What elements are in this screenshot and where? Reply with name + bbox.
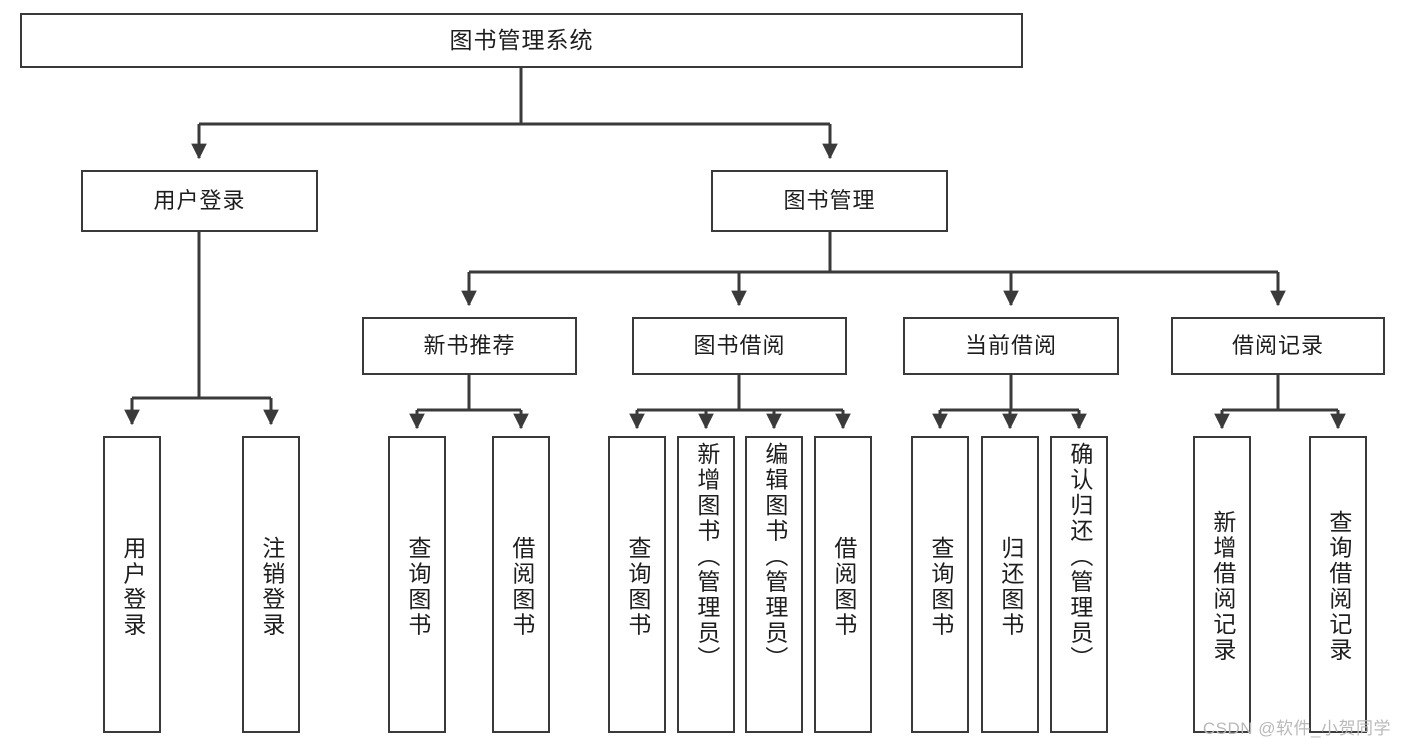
leaf-text-wrap: 编辑图书（管理员） bbox=[747, 442, 801, 731]
leaf-label: 借阅图书 bbox=[830, 535, 857, 638]
leaf-label: 确认归还（管理员） bbox=[1066, 442, 1093, 672]
node-book-management[interactable]: 图书管理 bbox=[711, 170, 948, 232]
leaf-label: 注销登录 bbox=[258, 535, 285, 638]
node-label: 当前借阅 bbox=[964, 333, 1057, 359]
node-label: 图书借阅 bbox=[693, 333, 786, 359]
node-new-book-recommend[interactable]: 新书推荐 bbox=[362, 317, 577, 375]
node-label: 新书推荐 bbox=[423, 333, 516, 359]
leaf-text-wrap: 借阅图书 bbox=[494, 442, 548, 731]
leaf-text-wrap: 查询图书 bbox=[390, 442, 444, 731]
leaf-book-borrow-edit[interactable]: 编辑图书（管理员） bbox=[745, 436, 803, 733]
leaf-text-wrap: 新增借阅记录 bbox=[1195, 442, 1249, 731]
leaf-label: 借阅图书 bbox=[508, 535, 535, 638]
leaf-label: 新增借阅记录 bbox=[1209, 510, 1236, 663]
leaf-new-book-borrow[interactable]: 借阅图书 bbox=[492, 436, 550, 733]
node-label: 用户登录 bbox=[153, 188, 246, 214]
leaf-book-borrow-borrow[interactable]: 借阅图书 bbox=[814, 436, 872, 733]
node-label: 图书管理系统 bbox=[449, 27, 594, 54]
node-borrow-record[interactable]: 借阅记录 bbox=[1171, 317, 1385, 375]
leaf-label: 编辑图书（管理员） bbox=[761, 442, 788, 672]
leaf-text-wrap: 归还图书 bbox=[983, 442, 1037, 731]
node-label: 借阅记录 bbox=[1231, 333, 1324, 359]
leaf-text-wrap: 注销登录 bbox=[244, 442, 298, 731]
leaf-current-borrow-query[interactable]: 查询图书 bbox=[911, 436, 969, 733]
leaf-text-wrap: 确认归还（管理员） bbox=[1052, 442, 1106, 731]
leaf-label: 查询图书 bbox=[404, 535, 431, 638]
leaf-book-borrow-query[interactable]: 查询图书 bbox=[608, 436, 666, 733]
leaf-current-borrow-confirm[interactable]: 确认归还（管理员） bbox=[1050, 436, 1108, 733]
leaf-text-wrap: 查询图书 bbox=[913, 442, 967, 731]
node-root-system[interactable]: 图书管理系统 bbox=[20, 13, 1023, 68]
leaf-text-wrap: 新增图书（管理员） bbox=[679, 442, 733, 731]
leaf-borrow-record-query[interactable]: 查询借阅记录 bbox=[1309, 436, 1367, 733]
node-user-login[interactable]: 用户登录 bbox=[81, 170, 318, 232]
leaf-label: 查询图书 bbox=[624, 535, 651, 638]
leaf-current-borrow-return[interactable]: 归还图书 bbox=[981, 436, 1039, 733]
leaf-text-wrap: 借阅图书 bbox=[816, 442, 870, 731]
leaf-label: 归还图书 bbox=[997, 535, 1024, 638]
leaf-label: 查询图书 bbox=[927, 535, 954, 638]
node-book-borrow[interactable]: 图书借阅 bbox=[632, 317, 847, 375]
leaf-text-wrap: 用户登录 bbox=[105, 442, 159, 731]
leaf-new-book-query[interactable]: 查询图书 bbox=[388, 436, 446, 733]
leaf-borrow-record-add[interactable]: 新增借阅记录 bbox=[1193, 436, 1251, 733]
leaf-user-login-login[interactable]: 用户登录 bbox=[103, 436, 161, 733]
leaf-label: 用户登录 bbox=[119, 535, 146, 638]
csdn-watermark: CSDN @软件_小贺同学 bbox=[1202, 719, 1391, 738]
leaf-user-login-logout[interactable]: 注销登录 bbox=[242, 436, 300, 733]
leaf-label: 查询借阅记录 bbox=[1325, 510, 1352, 663]
leaf-text-wrap: 查询图书 bbox=[610, 442, 664, 731]
leaf-book-borrow-add[interactable]: 新增图书（管理员） bbox=[677, 436, 735, 733]
node-current-borrow[interactable]: 当前借阅 bbox=[903, 317, 1119, 375]
node-label: 图书管理 bbox=[783, 188, 876, 214]
leaf-text-wrap: 查询借阅记录 bbox=[1311, 442, 1365, 731]
leaf-label: 新增图书（管理员） bbox=[693, 442, 720, 672]
